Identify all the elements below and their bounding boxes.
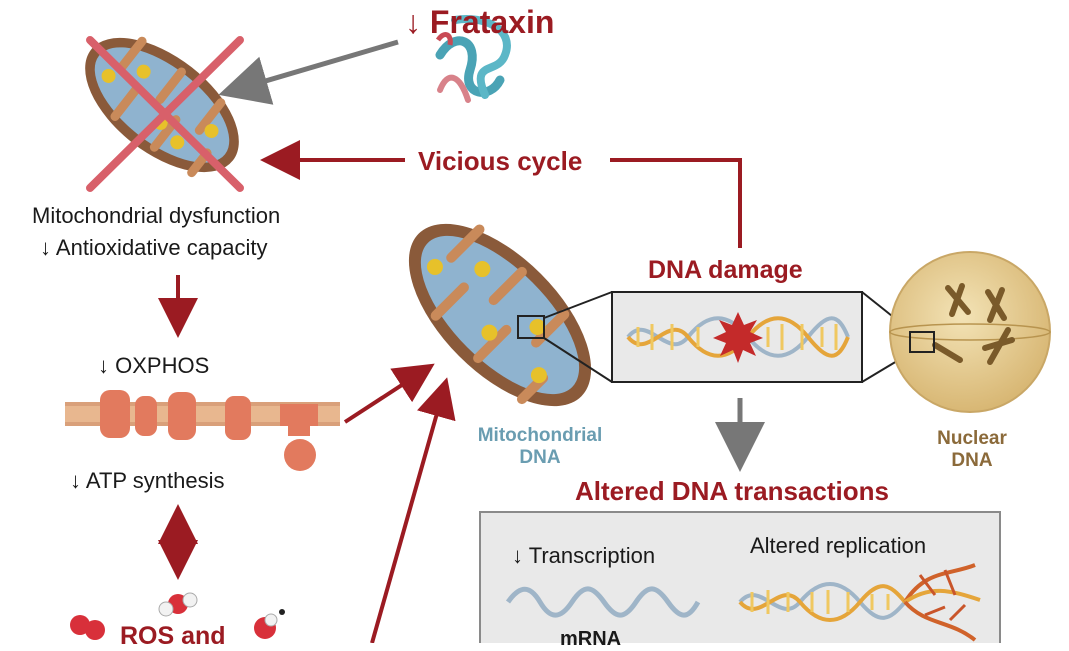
frataxin-protein-icon — [435, 15, 511, 103]
mito-dna-zoom-box — [517, 315, 545, 339]
membrane-to-mito-arrow — [343, 363, 435, 424]
ros-to-mito-arrow — [370, 377, 456, 643]
cross-mark-icon — [86, 36, 244, 192]
down-arrow-icon: ↓ — [405, 4, 421, 40]
nuclear-dna-zoom-box — [909, 331, 935, 353]
mrna-strand-icon — [505, 586, 701, 618]
mitochondrion-icon — [408, 223, 592, 407]
ros-label: ROS and — [120, 622, 226, 650]
membrane-complexes-icon — [65, 390, 340, 471]
mrna-label: mRNA — [560, 628, 622, 650]
transcription-label: Transcription — [528, 543, 656, 568]
frataxin-title: ↓ Frataxin — [405, 4, 554, 41]
altered-replication-label: Altered replication — [750, 533, 927, 558]
dna-damage-label: DNA damage — [648, 256, 803, 284]
damage-burst-icon — [713, 312, 763, 363]
mito-dna-line1: Mitochondrial — [477, 425, 603, 446]
nucleus-icon — [889, 251, 1051, 413]
vicious-cycle-line — [610, 158, 742, 248]
nuclear-dna-label: Nuclear DNA — [912, 428, 1032, 472]
vicious-cycle-label: Vicious cycle — [418, 146, 583, 176]
mito-dna-line2: DNA — [519, 447, 561, 468]
nuclear-dna-line2: DNA — [951, 450, 993, 471]
antioxidative-label: Antioxidative capacity — [55, 235, 268, 260]
down-arrow-icon: ↓ — [98, 353, 109, 378]
oxphos-row: ↓ OXPHOS — [98, 353, 209, 379]
down-arrow-icon: ↓ — [512, 543, 523, 568]
atp-row: ↓ ATP synthesis — [70, 468, 224, 494]
atp-label: ATP synthesis — [85, 468, 225, 493]
transactions-panel — [479, 511, 1001, 643]
down-arrow-icon: ↓ — [70, 468, 81, 493]
transcription-row: ↓ Transcription — [512, 543, 655, 569]
frataxin-label: Frataxin — [429, 4, 555, 40]
antioxidative-row: ↓ Antioxidative capacity — [40, 235, 267, 261]
frataxin-to-mito-arrow — [218, 39, 399, 105]
mito-dysfunction-label: Mitochondrial dysfunction — [32, 203, 281, 228]
mito-dna-label: Mitochondrial DNA — [450, 425, 630, 469]
replicating-dna-icon — [738, 563, 981, 642]
ros-molecules-icon — [70, 592, 285, 640]
altered-transactions-label: Altered DNA transactions — [575, 476, 889, 506]
down-arrow-icon: ↓ — [40, 235, 51, 260]
nuclear-dna-line1: Nuclear — [937, 428, 1007, 449]
oxphos-label: OXPHOS — [115, 353, 210, 378]
